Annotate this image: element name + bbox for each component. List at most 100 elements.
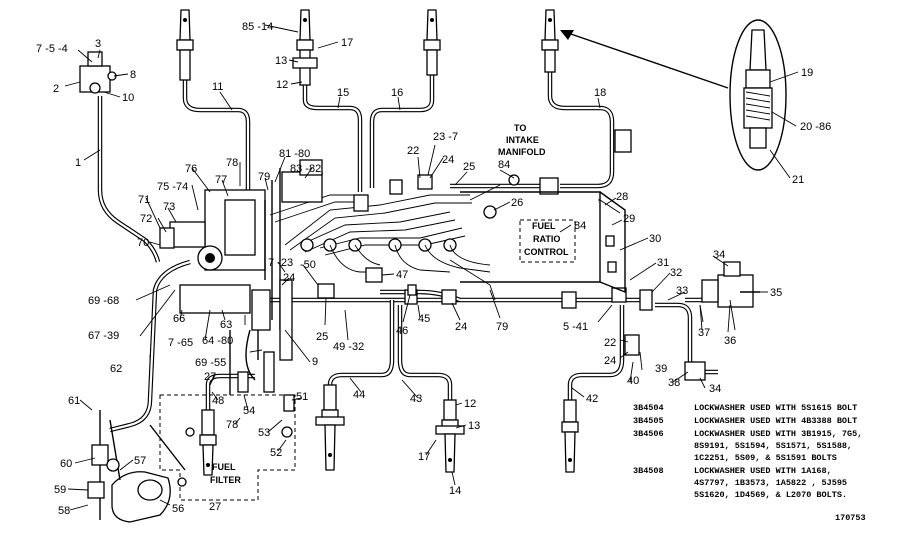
nozzle-6 [315,384,345,471]
callout: 27 [209,501,221,513]
fuel-filter: FUEL FILTER [87,394,296,523]
callout: 20 -86 [800,121,831,133]
callout: 24 [442,154,454,166]
callout: 22 [604,337,616,349]
callout: 81 -80 [279,148,310,160]
callout: 14 [449,485,461,497]
callout: 32 [670,267,682,279]
top-left-valve [79,51,117,94]
callout: 57 [134,455,146,467]
callout: -50 [300,259,316,271]
callout: 44 [353,389,365,401]
callout: 79 [496,321,508,333]
callout: 2 [53,83,59,95]
callout: 5 -41 [563,321,588,333]
callout: 26 [511,197,523,209]
callout: 61 [68,395,80,407]
callout: 1 [75,157,81,169]
note-text: LOCKWASHER USED WITH 3B1915, 7G5, [694,429,862,439]
callout: 54 [243,405,255,417]
callout: 49 -32 [333,341,364,353]
callout: 7 -5 -4 [36,43,68,55]
callout: 21 [792,174,804,186]
callout: 43 [410,393,422,405]
fittings [317,129,653,356]
callout: 12 [276,79,288,91]
callout: 42 [586,393,598,405]
callout: 29 [623,213,635,225]
callout: 62 [110,363,122,375]
bottom-nozzles [199,384,579,476]
callout-numbers: 7 -5 -4 3 8 2 10 1 85 -14 17 13 12 11 15… [36,21,831,517]
callout: 75 -74 [157,181,188,193]
callout: 69 -68 [88,295,119,307]
callout: 78 [226,419,238,431]
note-text: 8S9191, 5S1594, 5S1571, 5S1588, [694,441,852,451]
callout: 33 [676,285,688,297]
callout: 84 [498,159,510,171]
intake-label-1: TO [514,123,526,133]
callout: 23 -7 [433,131,458,143]
callout: 48 [212,395,224,407]
callout: 27 [204,371,216,383]
callout: 77 [215,174,227,186]
fuel-filter-label-1: FUEL [212,462,236,472]
note-text: LOCKWASHER USED WITH 4B3388 BOLT [694,416,857,426]
fuel-ratio-label-2: RATIO [533,234,560,244]
lockwasher-notes: 3B4504 LOCKWASHER USED WITH 5S1615 BOLT … [633,403,866,523]
note-text: 5S1620, 1D4569, & L2070 BOLTS. [694,490,847,500]
nozzle-1 [176,9,194,81]
callout: 58 [58,505,70,517]
callout: 17 [341,37,353,49]
callout: 17 [418,451,430,463]
callout: 12 [464,398,476,410]
callout: 66 [173,313,185,325]
callout: 56 [172,503,184,515]
callout: 36 [724,335,736,347]
injection-pump-housing [159,159,323,412]
callout: 46 [396,325,408,337]
callout: 39 [655,363,667,375]
callout: 34 [713,249,725,261]
callout: 35 [770,287,782,299]
note-part: 3B4505 [633,416,664,426]
callout: 51 [296,391,308,403]
callout: 8 [130,69,136,81]
fuel-ratio-label-1: FUEL [532,221,556,231]
callout: 47 [396,269,408,281]
callout: 16 [391,87,403,99]
callout: 11 [212,81,223,93]
callout: 69 -55 [195,357,226,369]
note-text: LOCKWASHER USED WITH 5S1615 BOLT [694,403,857,413]
callout: 9 [312,356,318,368]
right-connector-assembly [684,261,760,381]
fuel-filter-label-2: FILTER [210,475,241,485]
fuel-ratio-control: FUEL RATIO CONTROL [460,191,626,294]
callout: 28 [616,191,628,203]
callout: 3 [95,38,101,50]
callout: 60 [60,458,72,470]
callout: 85 -14 [242,21,273,33]
callout: 30 [649,233,661,245]
callout: 73 [163,201,175,213]
callout: 78 [226,157,238,169]
callout: 79 [258,171,270,183]
callout: 63 [220,319,232,331]
callout: 45 [418,313,430,325]
callout: 31 [657,257,669,269]
top-nozzles [176,9,559,86]
nozzle-8 [561,399,579,473]
callout: 24 [455,321,467,333]
callout: 52 [270,447,282,459]
callout: 15 [337,87,349,99]
callout: 24 [283,272,295,284]
intake-label-3: MANIFOLD [498,147,546,157]
nozzle-4 [541,9,559,73]
note-part: 3B4508 [633,466,664,476]
callout: 7 -65 [168,337,193,349]
note-text: 4S7797, 1B3573, 1A5822 , 5J595 [694,478,847,488]
callout: 59 [54,484,66,496]
callout: 18 [594,87,606,99]
callout: 19 [801,67,813,79]
callout: 25 [316,331,328,343]
